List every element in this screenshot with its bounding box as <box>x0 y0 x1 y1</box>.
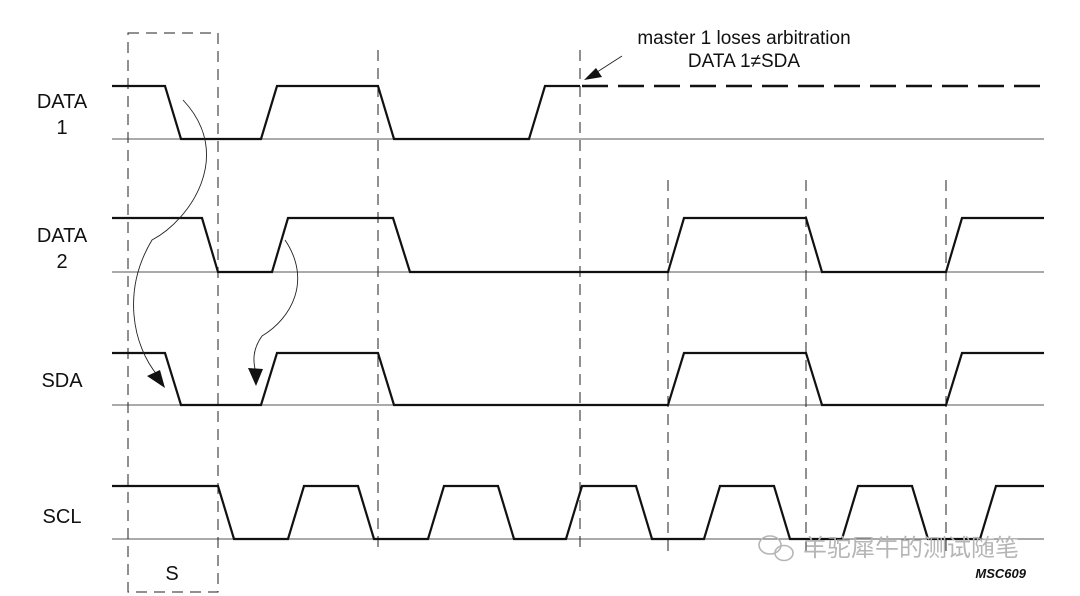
start-condition-label: S <box>165 563 178 585</box>
start-condition-box <box>127 32 219 593</box>
wechat-icon <box>758 535 794 562</box>
signal-label-data1-line2: 1 <box>56 117 67 139</box>
watermark: 羊驼犀牛的测试随笔 <box>758 534 1019 562</box>
annotation-line1: master 1 loses arbitration <box>637 28 850 49</box>
cause-arrowhead-2 <box>248 368 263 386</box>
waveform-data2 <box>112 216 1044 274</box>
cause-arrow-data1-to-sda <box>133 99 207 377</box>
annotation-pointer-line <box>593 55 623 75</box>
figure-code: MSC609 <box>975 566 1026 581</box>
waveform-sda <box>112 351 1044 407</box>
watermark-text: 羊驼犀牛的测试随笔 <box>803 534 1019 562</box>
signal-label-data2-line1: DATA <box>37 225 88 247</box>
signal-label-sda: SDA <box>41 370 83 392</box>
waveform-data1 <box>112 84 580 141</box>
annotation-line2: DATA 1≠SDA <box>688 51 800 72</box>
cause-arrowhead-1 <box>147 370 165 388</box>
signal-label-data1-line1: DATA <box>37 91 88 113</box>
annotation-pointer-arrowhead <box>584 68 602 80</box>
waveform-scl <box>112 484 1044 541</box>
signal-label-scl: SCL <box>43 506 82 528</box>
cause-arrow-data2-to-sda <box>253 239 299 374</box>
signal-label-data2-line2: 2 <box>56 251 67 273</box>
